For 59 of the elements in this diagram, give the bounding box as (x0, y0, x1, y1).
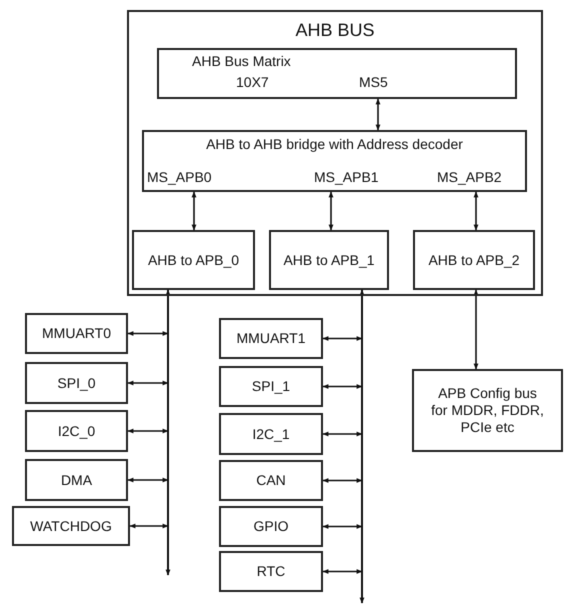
block-box (219, 318, 323, 359)
block-label: I2C_1 (252, 426, 290, 442)
double-arrow (322, 569, 363, 574)
double-arrow (127, 380, 169, 386)
double-arrow (129, 524, 169, 528)
double-arrow (192, 191, 196, 231)
block-label: CAN (256, 472, 286, 489)
bus-line (360, 289, 364, 604)
double-arrow (328, 191, 334, 231)
block-label: DMA (60, 472, 92, 488)
block-box (219, 551, 323, 592)
block-box (25, 410, 128, 452)
block-box (142, 130, 527, 192)
block-label: AHB to APB_2 (428, 252, 520, 268)
block-label: MMUART1 (236, 330, 306, 347)
block-label: RTC (256, 563, 286, 580)
block-label: I2C_0 (58, 422, 96, 440)
double-arrow (474, 289, 478, 370)
block-box (412, 369, 563, 452)
double-arrow (322, 524, 363, 529)
block-box (25, 459, 128, 501)
block-label: AHB to APB_0 (148, 252, 240, 268)
block-box (25, 362, 128, 404)
block-box (219, 366, 323, 407)
bus-boundary (127, 10, 543, 296)
block-label: SPI_1 (252, 378, 290, 395)
block-label: AHB to APB_1 (283, 252, 375, 268)
block-label: MMUART0 (42, 325, 111, 342)
bus-line (166, 289, 170, 576)
block-box (219, 506, 323, 547)
block-label: GPIO (253, 518, 288, 535)
port-label: MS_APB2 (437, 169, 502, 186)
double-arrow (127, 428, 169, 434)
port-label: MS5 (359, 74, 388, 91)
block-label: AHB Bus Matrix (192, 53, 291, 70)
block-box (219, 460, 323, 501)
double-arrow (127, 331, 169, 336)
double-arrow (322, 478, 363, 483)
block-label: AHB to AHB bridge with Address decoder (205, 136, 464, 153)
port-label: MS_APB1 (314, 169, 379, 186)
block-box (413, 230, 535, 290)
block-box (219, 413, 323, 455)
double-arrow (127, 478, 169, 482)
bus-title: AHB BUS (294, 22, 376, 39)
double-arrow (376, 98, 380, 131)
double-arrow (322, 384, 363, 389)
block-label: WATCHDOG (30, 518, 112, 534)
block-box (157, 48, 517, 99)
block-box (132, 230, 255, 290)
block-box (25, 313, 128, 354)
block-box (269, 230, 389, 290)
double-arrow (322, 336, 363, 341)
port-label: 10X7 (236, 74, 269, 91)
block-box (12, 506, 130, 546)
port-label: MS_APB0 (147, 169, 212, 186)
double-arrow (474, 191, 478, 231)
block-label: SPI_0 (57, 374, 96, 392)
block-label: APB Config bus for MDDR, FDDR, PCIe etc (430, 385, 545, 436)
double-arrow (322, 432, 363, 436)
